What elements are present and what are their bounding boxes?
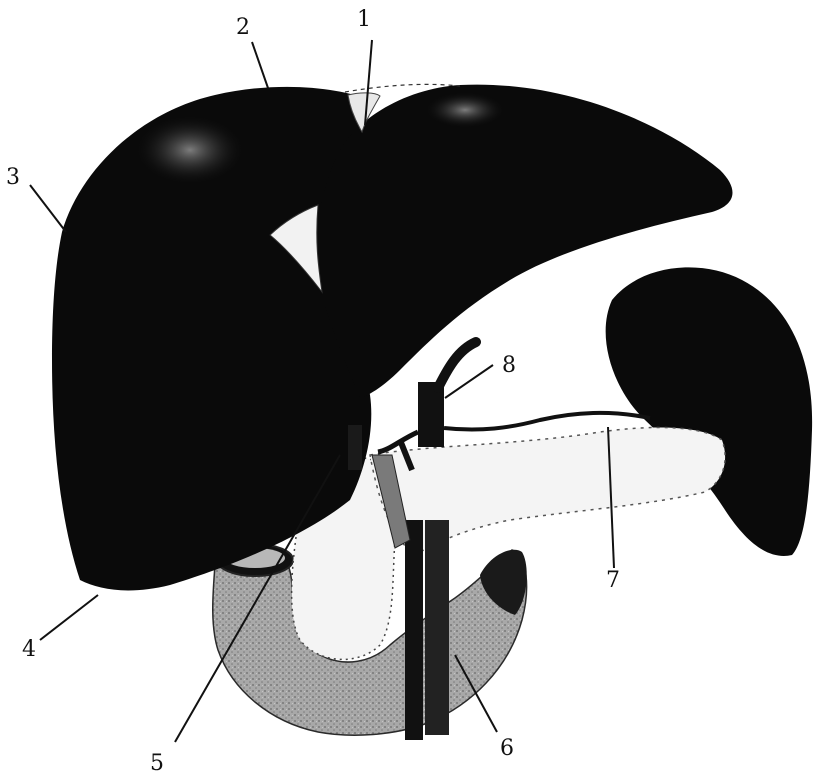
callout-5: 5 (150, 751, 164, 776)
callout-8: 8 (502, 353, 516, 378)
callout-6: 6 (500, 736, 514, 761)
callout-7: 7 (606, 568, 620, 593)
callout-4: 4 (22, 637, 36, 662)
callout-3: 3 (6, 165, 20, 190)
spleen (606, 267, 812, 556)
liver-highlight-right (135, 115, 245, 185)
leader-line-3 (30, 185, 66, 232)
inferior-vena-cava (425, 520, 449, 735)
aorta (405, 520, 423, 740)
callout-2: 2 (236, 15, 250, 40)
splenic-artery (444, 413, 650, 430)
common-bile-duct (348, 425, 362, 470)
callout-1: 1 (357, 7, 371, 32)
leader-line-2 (252, 42, 268, 88)
liver-highlight-left (425, 92, 505, 128)
leader-line-4 (40, 595, 98, 640)
